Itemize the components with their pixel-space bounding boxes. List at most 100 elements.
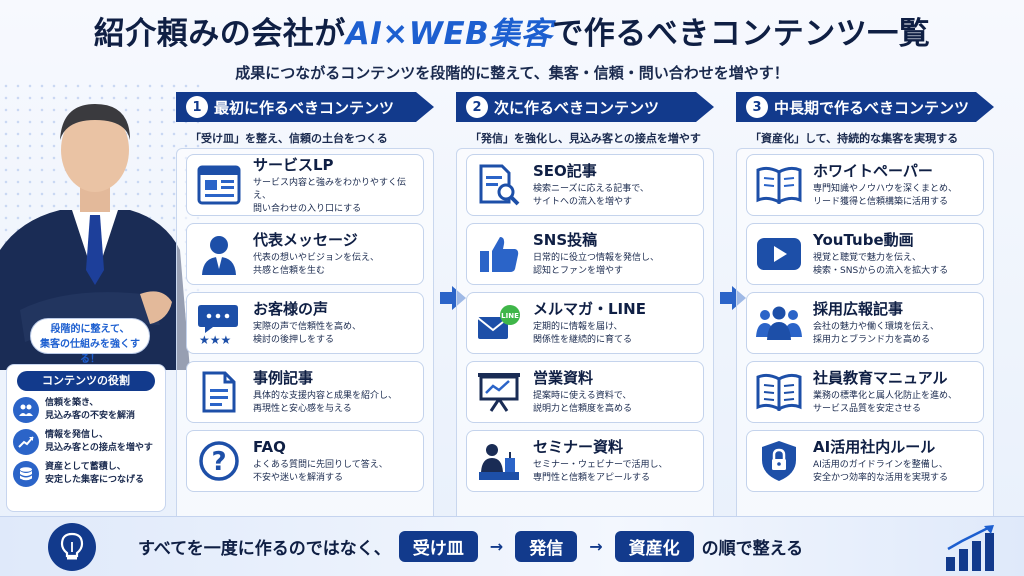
database-icon bbox=[13, 461, 39, 487]
card-desc: よくある質問に先回りして答え、不安や迷いを解消する bbox=[253, 460, 388, 483]
speech-bubble: 段階的に整えて、 集客の仕組みを強くする！ bbox=[30, 318, 150, 365]
card-desc: 視覚と聴覚で魅力を伝え、検索・SNSからの流入を拡大する bbox=[813, 253, 949, 276]
content-roles-panel: コンテンツの役割 信頼を築き、見込み客の不安を解消 情報を発信し、見込み客との接… bbox=[6, 364, 166, 512]
role-item: 情報を発信し、見込み客との接点を増やす bbox=[13, 429, 159, 455]
card-title: YouTube動画 bbox=[813, 231, 914, 249]
review-icon: ★★★ bbox=[193, 297, 245, 349]
card-title: 採用広報記事 bbox=[813, 300, 904, 318]
card-desc: 提案時に使える資料で、説明力と信頼度を高める bbox=[533, 391, 633, 414]
card-title: メルマガ・LINE bbox=[533, 300, 646, 318]
card-desc: 日常的に役立つ情報を発信し、認知とファンを増やす bbox=[533, 253, 660, 276]
content-card: 社員教育マニュアル 業務の標準化と属人化防止を進め、サービス品質を安定させる bbox=[746, 361, 984, 423]
column-subtitle: 「資産化」して、持続的な集客を実現する bbox=[750, 132, 959, 145]
users-icon bbox=[13, 397, 39, 423]
seminar-icon bbox=[473, 435, 525, 487]
card-title: 営業資料 bbox=[533, 369, 594, 387]
content-card: YouTube動画 視覚と聴覚で魅力を伝え、検索・SNSからの流入を拡大する bbox=[746, 223, 984, 285]
step-pill-asset: 資産化 bbox=[614, 531, 694, 562]
column-heading: 最初に作るべきコンテンツ bbox=[214, 98, 395, 117]
card-title: FAQ bbox=[253, 438, 286, 456]
card-title: ホワイトペーパー bbox=[813, 162, 933, 180]
role-item: 資産として蓄積し、安定した集客につなげる bbox=[13, 461, 159, 487]
card-desc: 業務の標準化と属人化防止を進め、サービス品質を安定させる bbox=[813, 391, 958, 414]
step-number: 2 bbox=[466, 96, 488, 118]
content-card: 事例記事 具体的な支援内容と成果を紹介し、再現性と安心感を与える bbox=[186, 361, 424, 423]
lightbulb-icon bbox=[48, 523, 96, 571]
webpage-icon bbox=[193, 159, 245, 211]
thumbs-up-icon bbox=[473, 228, 525, 280]
content-card: SNS投稿 日常的に役立つ情報を発信し、認知とファンを増やす bbox=[466, 223, 704, 285]
svg-text:LINE: LINE bbox=[501, 312, 519, 320]
card-desc: 代表の想いやビジョンを伝え、共感と信頼を生む bbox=[253, 253, 380, 276]
role-text: 資産として蓄積し、 bbox=[45, 462, 126, 472]
question-icon: ? bbox=[193, 435, 245, 487]
card-desc: 会社の魅力や働く環境を伝え、採用力とブランド力を高める bbox=[813, 322, 940, 345]
content-card: 代表メッセージ 代表の想いやビジョンを伝え、共感と信頼を生む bbox=[186, 223, 424, 285]
card-desc: 定期的に情報を届け、関係性を継続的に育てる bbox=[533, 322, 633, 345]
step-pill-receiver: 受け皿 bbox=[398, 531, 478, 562]
column-header: 3 中長期で作るべきコンテンツ bbox=[736, 92, 994, 122]
card-desc: セミナー・ウェビナーで活用し、専門性と信頼をアピールする bbox=[533, 460, 668, 483]
summary-lead: すべてを一度に作るのではなく、 bbox=[138, 539, 391, 559]
step-number: 3 bbox=[746, 96, 768, 118]
content-card: LINE メルマガ・LINE 定期的に情報を届け、関係性を継続的に育てる bbox=[466, 292, 704, 354]
roles-heading: コンテンツの役割 bbox=[17, 371, 155, 391]
manual-icon bbox=[753, 366, 805, 418]
role-item: 信頼を築き、見込み客の不安を解消 bbox=[13, 397, 159, 423]
arrow-icon: → bbox=[589, 537, 603, 556]
summary-tail: の順で整える bbox=[701, 539, 804, 559]
role-text: 見込み客の不安を解消 bbox=[45, 411, 136, 421]
play-icon bbox=[753, 228, 805, 280]
content-card: サービスLP サービス内容と強みをわかりやすく伝え、問い合わせの入り口にする bbox=[186, 154, 424, 216]
step-number: 1 bbox=[186, 96, 208, 118]
column-first: 1 最初に作るべきコンテンツ 「受け皿」を整え、信頼の土台をつくる サービスLP… bbox=[176, 92, 438, 576]
summary-row: すべてを一度に作るのではなく、 受け皿 → 発信 → 資産化 の順で整える bbox=[138, 531, 803, 562]
column-header: 2 次に作るべきコンテンツ bbox=[456, 92, 714, 122]
document-icon bbox=[193, 366, 245, 418]
content-card: ホワイトペーパー 専門知識やノウハウを深くまとめ、リード獲得と信頼構築に活用する bbox=[746, 154, 984, 216]
card-desc: サービス内容と強みをわかりやすく伝え、問い合わせの入り口にする bbox=[253, 177, 407, 214]
role-text: 安定した集客につなげる bbox=[45, 475, 145, 485]
content-card: AI活用社内ルール AI活用のガイドラインを整備し、安全かつ効率的な活用を実現す… bbox=[746, 430, 984, 492]
column-subtitle: 「受け皿」を整え、信頼の土台をつくる bbox=[190, 132, 388, 145]
content-card: ? FAQ よくある質問に先回りして答え、不安や迷いを解消する bbox=[186, 430, 424, 492]
column-subtitle: 「発信」を強化し、見込み客との接点を増やす bbox=[470, 132, 701, 145]
book-icon bbox=[753, 159, 805, 211]
bottom-summary-bar: すべてを一度に作るのではなく、 受け皿 → 発信 → 資産化 の順で整える bbox=[0, 516, 1024, 576]
bubble-line: 集客の仕組みを強くする！ bbox=[40, 339, 140, 365]
seo-icon bbox=[473, 159, 525, 211]
column-header: 1 最初に作るべきコンテンツ bbox=[176, 92, 434, 122]
role-text: 見込み客との接点を増やす bbox=[45, 443, 153, 453]
card-title: SEO記事 bbox=[533, 162, 597, 180]
page-subtitle: 成果につながるコンテンツを段階的に整えて、集客・信頼・問い合わせを増やす！ bbox=[235, 64, 789, 82]
card-title: サービスLP bbox=[253, 155, 334, 174]
svg-text:★★★: ★★★ bbox=[199, 333, 231, 344]
svg-text:?: ? bbox=[211, 447, 226, 477]
content-card: セミナー資料 セミナー・ウェビナーで活用し、専門性と信頼をアピールする bbox=[466, 430, 704, 492]
growth-chart-icon bbox=[946, 525, 994, 571]
card-title: セミナー資料 bbox=[533, 438, 624, 456]
card-desc: AI活用のガイドラインを整備し、安全かつ効率的な活用を実現する bbox=[813, 460, 949, 483]
role-text: 信頼を築き、 bbox=[45, 398, 99, 408]
ceo-icon bbox=[193, 228, 245, 280]
column-heading: 中長期で作るべきコンテンツ bbox=[774, 98, 970, 117]
content-card: 採用広報記事 会社の魅力や働く環境を伝え、採用力とブランド力を高める bbox=[746, 292, 984, 354]
column-heading: 次に作るべきコンテンツ bbox=[494, 98, 660, 117]
role-text: 情報を発信し、 bbox=[45, 430, 109, 440]
card-desc: 具体的な支援内容と成果を紹介し、再現性と安心感を与える bbox=[253, 391, 398, 414]
bubble-line: 段階的に整えて、 bbox=[50, 324, 130, 335]
card-title: 代表メッセージ bbox=[253, 231, 358, 249]
arrow-icon: → bbox=[489, 537, 504, 556]
mail-line-icon: LINE bbox=[473, 297, 525, 349]
card-desc: 実際の声で信頼性を高め、検討の後押しをする bbox=[253, 322, 362, 345]
content-card: ★★★ お客様の声 実際の声で信頼性を高め、検討の後押しをする bbox=[186, 292, 424, 354]
card-title: お客様の声 bbox=[253, 300, 329, 318]
step-pill-broadcast: 発信 bbox=[515, 531, 578, 562]
card-desc: 専門知識やノウハウを深くまとめ、リード獲得と信頼構築に活用する bbox=[813, 184, 958, 207]
shield-lock-icon bbox=[753, 435, 805, 487]
trend-up-icon bbox=[13, 429, 39, 455]
column-second: 2 次に作るべきコンテンツ 「発信」を強化し、見込み客との接点を増やす SEO記… bbox=[456, 92, 718, 576]
team-icon bbox=[753, 297, 805, 349]
presentation-icon bbox=[473, 366, 525, 418]
card-title: 社員教育マニュアル bbox=[813, 369, 948, 387]
